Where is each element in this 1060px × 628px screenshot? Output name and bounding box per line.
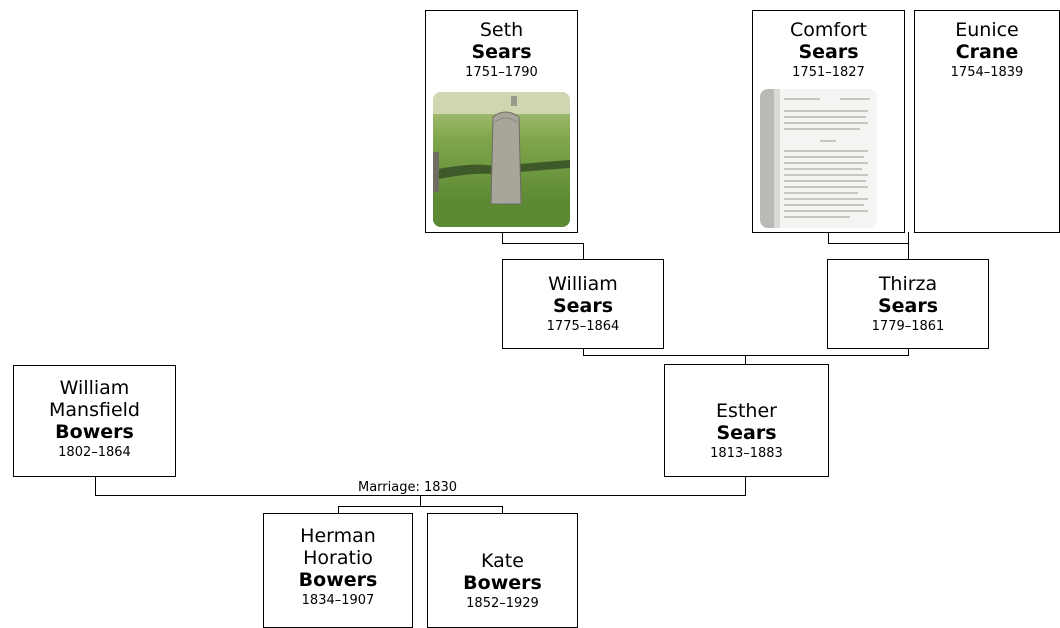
surname: Bowers xyxy=(463,572,542,594)
given-name-first: Herman xyxy=(300,525,376,547)
connector-line xyxy=(338,506,503,507)
surname: Bowers xyxy=(55,421,134,443)
given-name-middle: Horatio xyxy=(303,547,373,569)
life-dates: 1813–1883 xyxy=(710,446,783,461)
life-dates: 1834–1907 xyxy=(301,593,375,608)
connector-line xyxy=(745,355,746,365)
given-name: Thirza xyxy=(878,273,938,295)
person-card-thirza-sears[interactable]: Thirza Sears 1779–1861 xyxy=(827,259,989,349)
connector-line xyxy=(502,232,503,244)
surname: Crane xyxy=(955,41,1019,63)
surname: Bowers xyxy=(298,569,378,591)
person-card-herman-horatio-bowers[interactable]: Herman Horatio Bowers 1834–1907 xyxy=(263,513,413,628)
person-card-william-sears[interactable]: William Sears 1775–1864 xyxy=(502,259,664,349)
given-name-middle: Mansfield xyxy=(49,399,140,421)
life-dates: 1802–1864 xyxy=(58,445,131,460)
person-card-esther-sears[interactable]: Esther Sears 1813–1883 xyxy=(664,364,829,477)
connector-line xyxy=(828,232,829,244)
document-scan[interactable] xyxy=(760,89,877,228)
given-name: William xyxy=(548,273,618,295)
given-name: Seth xyxy=(479,19,524,41)
life-dates: 1852–1929 xyxy=(466,596,539,611)
life-dates: 1751–1790 xyxy=(465,65,538,80)
connector-line xyxy=(502,243,584,244)
connector-line xyxy=(745,476,746,496)
connector-line xyxy=(828,243,909,244)
given-name: Esther xyxy=(716,400,777,422)
gravestone-photo[interactable] xyxy=(433,92,570,227)
person-card-seth-sears[interactable]: Seth Sears 1751–1790 xyxy=(425,10,578,233)
given-name: Comfort xyxy=(790,19,867,41)
connector-line xyxy=(338,506,339,514)
surname: Sears xyxy=(716,422,777,444)
connector-line xyxy=(583,355,909,356)
life-dates: 1751–1827 xyxy=(792,65,865,80)
life-dates: 1775–1864 xyxy=(546,319,620,334)
marriage-label: Marriage: 1830 xyxy=(356,480,460,495)
connector-line xyxy=(583,348,584,356)
connector-line xyxy=(908,348,909,356)
surname: Sears xyxy=(877,295,939,317)
connector-line xyxy=(95,476,96,496)
person-card-eunice-crane[interactable]: Eunice Crane 1754–1839 xyxy=(914,10,1060,233)
surname: Sears xyxy=(552,295,614,317)
surname: Sears xyxy=(798,41,859,63)
given-name: Eunice xyxy=(955,19,1019,41)
connector-line xyxy=(583,243,584,260)
connector-line xyxy=(908,243,909,260)
person-card-william-mansfield-bowers[interactable]: William Mansfield Bowers 1802–1864 xyxy=(13,365,176,477)
person-card-kate-bowers[interactable]: Kate Bowers 1852–1929 xyxy=(427,513,578,628)
surname: Sears xyxy=(471,41,532,63)
life-dates: 1754–1839 xyxy=(950,65,1024,80)
given-name: Kate xyxy=(481,550,524,572)
person-card-comfort-sears[interactable]: Comfort Sears 1751–1827 xyxy=(752,10,905,233)
life-dates: 1779–1861 xyxy=(871,319,945,334)
given-name-first: William xyxy=(59,377,130,399)
connector-line xyxy=(908,232,909,244)
connector-line xyxy=(420,495,421,507)
connector-line xyxy=(502,506,503,514)
